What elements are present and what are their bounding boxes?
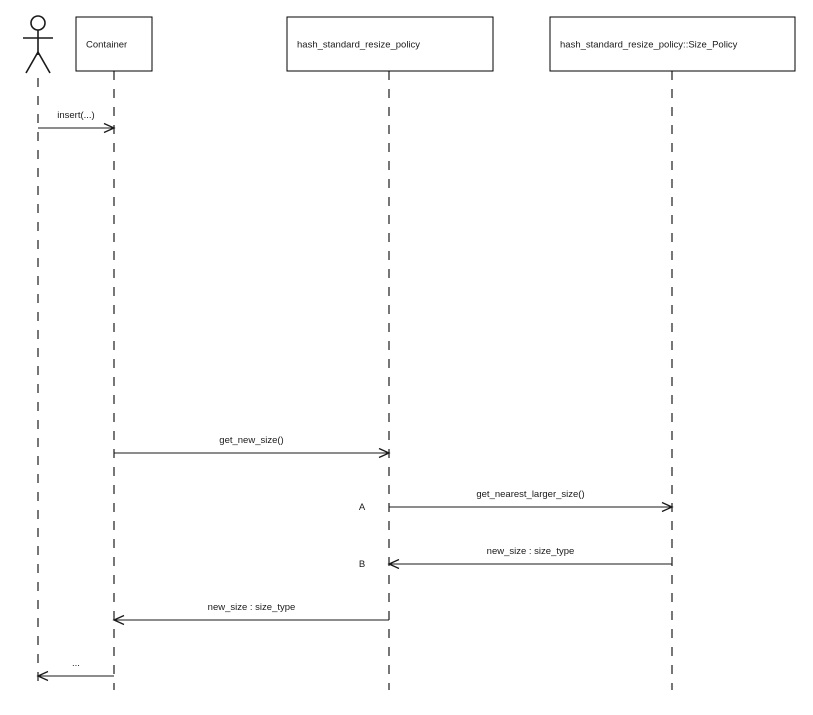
participant-label-policy: hash_standard_resize_policy: [297, 40, 420, 51]
participant-label-container: Container: [86, 40, 127, 51]
msg-get-new-size[interactable]: get_new_size(): [114, 435, 391, 459]
participant-container[interactable]: Container: [75, 16, 153, 72]
msg-insert-arrowhead-icon: [103, 122, 116, 134]
messages-layer: insert(...) get_new_size() get_nearest_lar…: [36, 110, 674, 682]
participant-size_policy[interactable]: hash_standard_resize_policy::Size_Policy: [549, 16, 796, 72]
msg-insert[interactable]: insert(...): [38, 110, 116, 134]
msg-get-nearest-larger-size[interactable]: get_nearest_larger_size(): [389, 489, 674, 513]
msg-get-new-size-label: get_new_size(): [219, 435, 283, 446]
participant-policy[interactable]: hash_standard_resize_policy: [286, 16, 494, 72]
msg-return-new-size-inner-arrowhead-icon: [387, 558, 400, 570]
sequence-markers-layer: AB: [359, 502, 366, 570]
actor-layer: [23, 15, 53, 74]
msg-return-new-size-inner-label: new_size : size_type: [487, 546, 575, 557]
msg-return-ellipsis[interactable]: ...: [36, 658, 114, 682]
msg-return-ellipsis-arrowhead-icon: [36, 670, 49, 682]
msg-return-ellipsis-label: ...: [72, 658, 80, 669]
marker-b: B: [359, 559, 365, 570]
msg-return-new-size-outer-label: new_size : size_type: [208, 602, 296, 613]
msg-get-new-size-arrowhead-icon: [378, 447, 391, 459]
msg-get-nearest-larger-size-arrowhead-icon: [661, 501, 674, 513]
participant-box-container[interactable]: [75, 16, 153, 72]
actor-leg-left: [25, 51, 39, 74]
lifelines-layer: [37, 71, 673, 690]
actor-head-icon: [30, 15, 46, 31]
msg-return-new-size-outer[interactable]: new_size : size_type: [112, 602, 389, 626]
participant-box-policy[interactable]: [286, 16, 494, 72]
actor-figure: [23, 15, 53, 74]
msg-return-new-size-outer-arrowhead-icon: [112, 614, 125, 626]
msg-get-nearest-larger-size-label: get_nearest_larger_size(): [476, 489, 584, 500]
marker-a: A: [359, 502, 366, 513]
participant-box-size_policy[interactable]: [549, 16, 796, 72]
msg-insert-label: insert(...): [57, 110, 94, 121]
msg-return-new-size-inner[interactable]: new_size : size_type: [387, 546, 672, 570]
participant-label-size_policy: hash_standard_resize_policy::Size_Policy: [560, 40, 738, 51]
participant-boxes-layer: Container hash_standard_resize_policy hash…: [75, 16, 796, 72]
actor-leg-right: [37, 51, 51, 74]
